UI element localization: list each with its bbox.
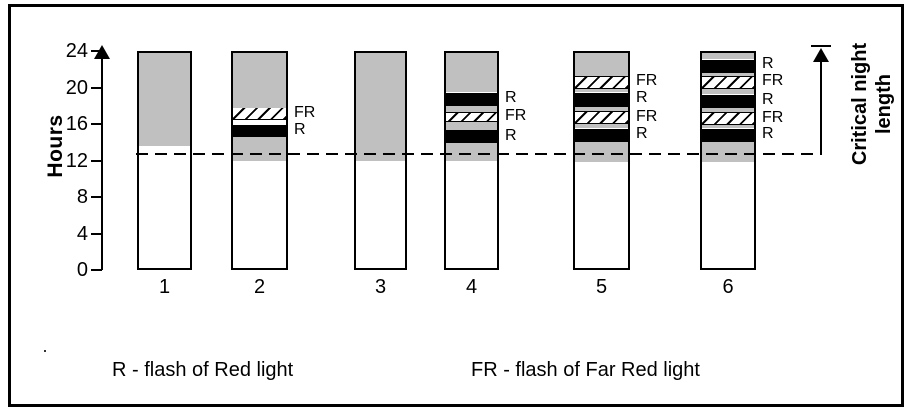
y-tick-label: 16: [65, 113, 88, 135]
R-band: [575, 129, 628, 142]
night-band: [575, 88, 628, 92]
band-label-fr: FR: [505, 107, 527, 124]
bar-number-5: 5: [595, 276, 608, 298]
night-band: [702, 89, 754, 94]
y-tick-label: 20: [65, 76, 88, 99]
bar-number-4: 4: [465, 276, 478, 298]
night-band: [446, 122, 497, 130]
critical-night-length-label: Critical night length: [848, 19, 896, 189]
band-label-fr: FR: [762, 109, 784, 126]
R-band: [446, 93, 497, 106]
y-tick-label: 0: [76, 259, 88, 281]
bar-3: [354, 51, 407, 270]
y-tick-mark: [91, 123, 102, 125]
band-label-fr: FR: [294, 104, 316, 121]
bar-5: [573, 51, 630, 270]
FR-band: [575, 76, 628, 89]
y-tick-label: 4: [76, 222, 88, 245]
night-band: [575, 107, 628, 111]
y-axis-line: [101, 56, 103, 270]
R-band: [702, 60, 754, 73]
legend-far-red-flash: FR - flash of Far Red light: [471, 359, 700, 381]
y-tick-label: 12: [65, 149, 88, 172]
band-label-r: R: [762, 55, 774, 72]
night-band: [139, 53, 190, 146]
night-band: [446, 143, 497, 161]
night-band: [446, 53, 497, 92]
FR-band: [702, 76, 754, 89]
FR-band: [575, 111, 628, 124]
critical-night-arrow-up-icon: [813, 48, 829, 62]
critical-night-arrow-line: [820, 61, 822, 155]
bar-number-3: 3: [374, 276, 387, 298]
night-band: [702, 124, 754, 128]
critical-night-length-line1: Critical night: [849, 42, 871, 166]
y-tick-label: 24: [65, 40, 88, 62]
y-axis-arrow-up-icon: [94, 45, 110, 59]
y-tick-label: 8: [76, 186, 88, 208]
critical-night-arrow-cap: [811, 45, 831, 47]
night-band: [575, 141, 628, 162]
bar-number-1: 1: [158, 276, 171, 298]
y-tick-mark: [91, 159, 102, 162]
FR-band: [233, 107, 286, 120]
y-tick-mark: [91, 269, 102, 271]
y-tick-mark: [91, 86, 102, 89]
band-label-r: R: [762, 125, 774, 142]
night-band: [233, 53, 286, 108]
night-band: [446, 106, 497, 112]
stray-dot: [44, 350, 46, 352]
night-band: [356, 53, 405, 161]
R-band: [233, 124, 286, 137]
night-band: [575, 124, 628, 128]
bar-1: [137, 51, 192, 270]
y-tick-mark: [91, 50, 102, 52]
y-tick-mark: [91, 232, 102, 235]
band-label-r: R: [636, 89, 648, 106]
y-tick-mark: [91, 196, 102, 198]
R-band: [702, 95, 754, 108]
bar-number-2: 2: [253, 276, 266, 298]
night-band: [233, 137, 286, 161]
band-label-fr: FR: [636, 108, 658, 125]
R-band: [446, 130, 497, 143]
bar-2: [231, 51, 288, 270]
R-band: [702, 129, 754, 142]
critical-night-length-line2: length: [873, 74, 895, 134]
band-label-r: R: [762, 91, 774, 108]
critical-night-dashed-line: [136, 153, 818, 155]
night-band: [702, 108, 754, 112]
band-label-r: R: [636, 125, 648, 142]
FR-band: [446, 112, 497, 122]
bar-4: [444, 51, 499, 270]
night-band: [702, 72, 754, 76]
legend-red-flash: R - flash of Red light: [112, 359, 294, 381]
band-label-fr: FR: [762, 72, 784, 89]
night-band: [575, 53, 628, 76]
band-label-r: R: [505, 127, 517, 144]
bar-6: [700, 51, 756, 270]
FR-band: [702, 112, 754, 125]
night-band: [702, 53, 754, 59]
gap-band: [233, 121, 286, 125]
band-label-fr: FR: [636, 72, 658, 89]
R-band: [575, 93, 628, 107]
band-label-r: R: [505, 89, 517, 106]
night-band: [702, 141, 754, 162]
band-label-r: R: [294, 121, 306, 138]
bar-number-6: 6: [722, 276, 734, 298]
